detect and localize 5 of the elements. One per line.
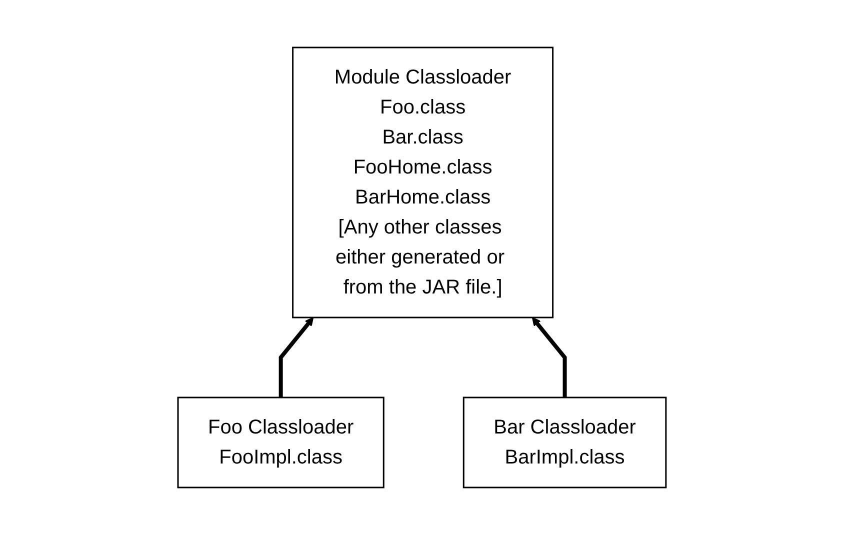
node-box: Foo Classloader FooImpl.class bbox=[176, 396, 384, 488]
node-box: Module Classloader Foo.class Bar.class FooHome.class BarHome.class [Any other classes either generated or from the JAR file.] bbox=[292, 46, 554, 318]
arrow bbox=[278, 317, 314, 398]
node-box: Bar Classloader BarImpl.class bbox=[462, 396, 666, 488]
arrow bbox=[531, 317, 566, 398]
